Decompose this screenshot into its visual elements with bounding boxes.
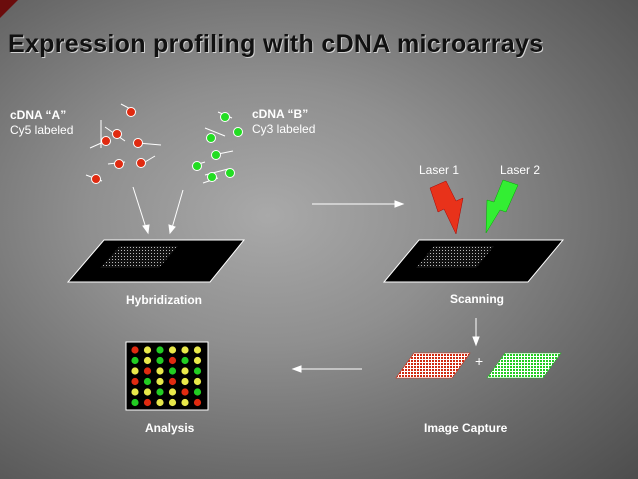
array-spot <box>131 346 138 353</box>
array-spot <box>156 346 163 353</box>
array-spot <box>169 378 176 385</box>
array-spot <box>144 378 151 385</box>
array-spot <box>131 388 138 395</box>
array-spot <box>156 367 163 374</box>
array-spot <box>169 346 176 353</box>
hybridization-slide <box>68 240 244 282</box>
array-spot <box>194 378 201 385</box>
array-spot <box>144 367 151 374</box>
array-spot <box>144 357 151 364</box>
array-spot <box>194 367 201 374</box>
arrow-to-scanning <box>312 201 403 207</box>
array-spot <box>194 346 201 353</box>
array-spot <box>181 399 188 406</box>
array-spot <box>144 388 151 395</box>
analysis-array <box>126 342 208 410</box>
array-spot <box>169 388 176 395</box>
array-spot <box>181 367 188 374</box>
laser2-bolt <box>486 180 518 233</box>
arrow-to-image-capture <box>473 318 479 345</box>
array-spot <box>156 378 163 385</box>
array-spot <box>169 399 176 406</box>
array-spot <box>131 378 138 385</box>
array-spot <box>181 346 188 353</box>
array-spot <box>144 399 151 406</box>
array-spot <box>169 367 176 374</box>
array-spot <box>169 357 176 364</box>
red-channel-image <box>396 353 470 378</box>
arrow-to-analysis <box>293 366 362 372</box>
array-spot <box>194 357 201 364</box>
array-spot <box>156 399 163 406</box>
array-spot <box>131 399 138 406</box>
array-spot <box>194 388 201 395</box>
cdna-a-molecules <box>86 104 161 184</box>
array-spot <box>194 399 201 406</box>
array-spot <box>131 367 138 374</box>
array-spot <box>144 346 151 353</box>
laser1-bolt <box>430 181 463 234</box>
array-spot <box>131 357 138 364</box>
hybridization-arrows <box>133 187 183 233</box>
array-spot <box>156 357 163 364</box>
array-spot <box>156 388 163 395</box>
array-spot <box>181 357 188 364</box>
array-spot <box>181 388 188 395</box>
scanning-slide <box>384 240 563 282</box>
array-spot <box>181 378 188 385</box>
cdna-b-molecules <box>192 112 243 183</box>
green-channel-image <box>487 353 561 378</box>
